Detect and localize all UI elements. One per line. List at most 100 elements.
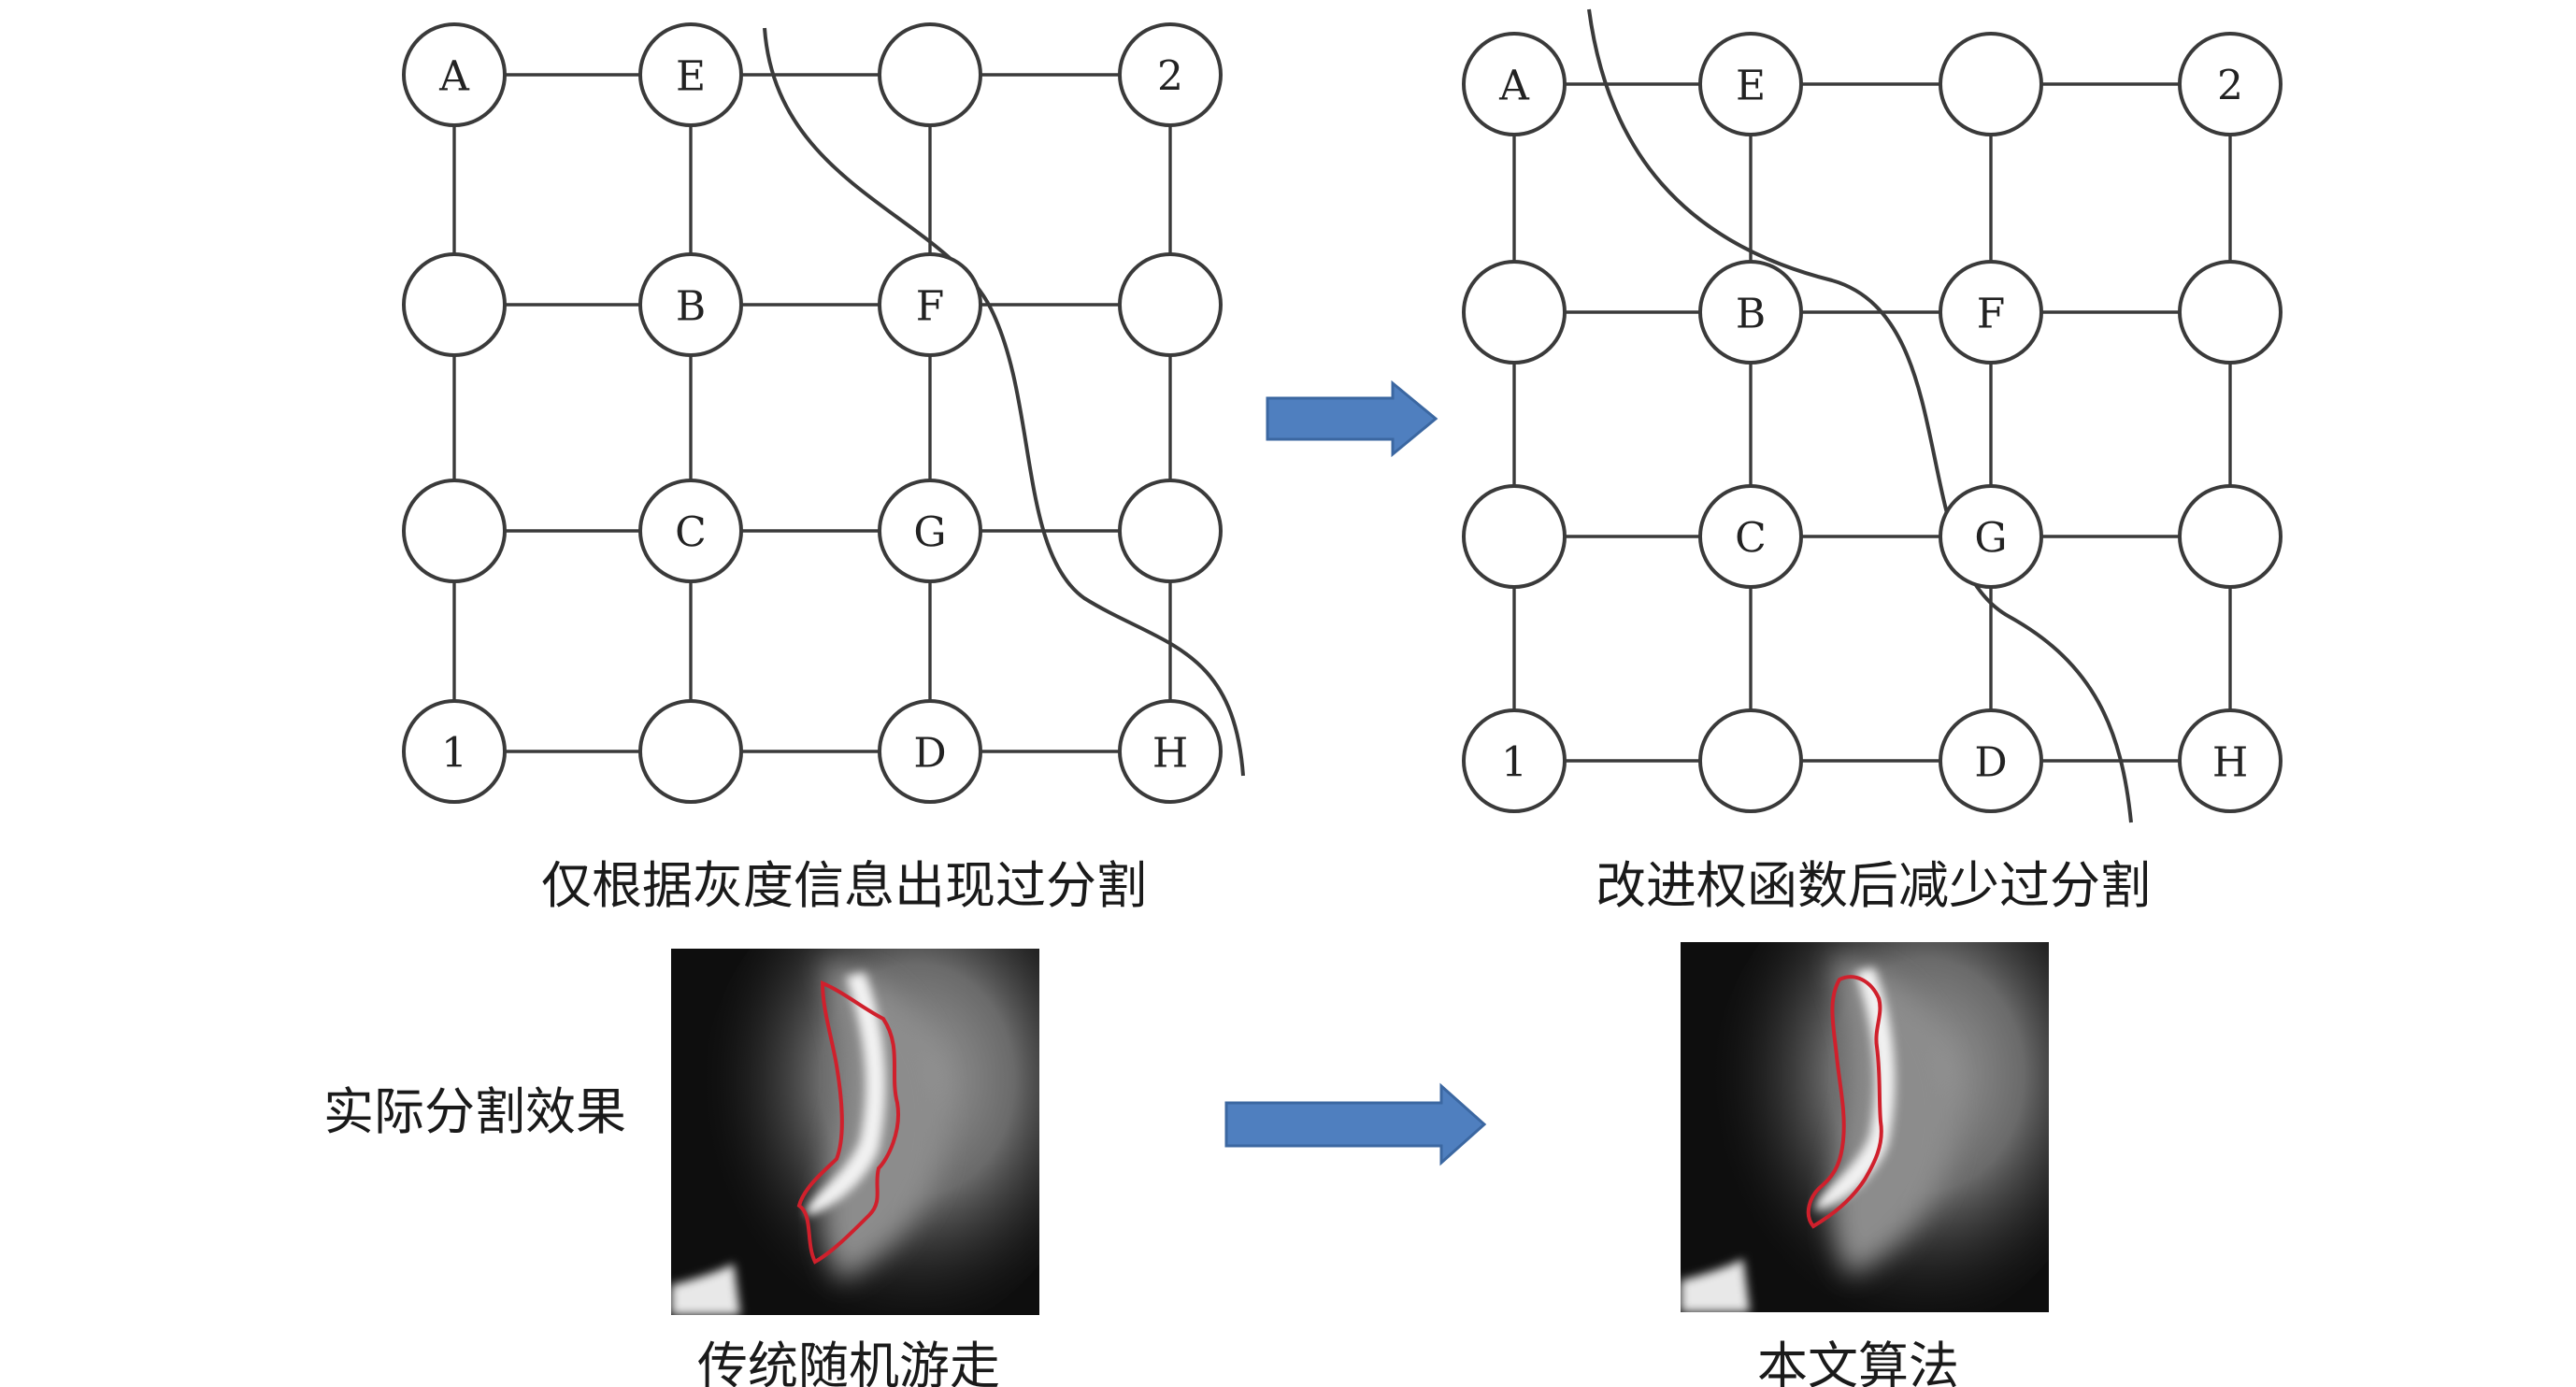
node-label: G — [913, 509, 946, 557]
left-graph-node — [878, 22, 982, 127]
caption-image-left: 传统随机游走 — [697, 1337, 1000, 1387]
graph-left-edges — [452, 73, 1172, 753]
node-circle — [1118, 479, 1223, 583]
segmentation-contour-left — [796, 980, 900, 1265]
node-circle — [638, 252, 743, 357]
node-label: D — [913, 730, 946, 778]
node-circle — [1939, 260, 2043, 365]
right-graph-node — [2178, 260, 2283, 365]
right-graph-node — [1462, 260, 1567, 365]
left-graph-node: B — [638, 252, 743, 357]
node-circle — [1698, 708, 1803, 813]
right-graph-node: 2 — [2178, 32, 2283, 136]
right-graph-node — [1698, 708, 1803, 813]
graph-left-over-segmentation: A E 2B F C G 1 D H — [402, 22, 1245, 804]
right-graph-node: G — [1939, 484, 2043, 589]
caption-image-right: 本文算法 — [1757, 1337, 1959, 1387]
segmentation-contour-right — [1806, 975, 1883, 1229]
node-circle — [638, 479, 743, 583]
segmentation-image-right — [1681, 942, 2049, 1312]
node-label: C — [675, 509, 707, 557]
right-graph-node: H — [2178, 708, 2283, 813]
node-label: C — [1735, 515, 1767, 563]
left-graph-node — [402, 252, 507, 357]
node-circle — [1939, 484, 2043, 589]
right-graph-node — [2178, 484, 2283, 589]
right-graph-node: 1 — [1462, 708, 1567, 813]
node-circle — [402, 22, 507, 127]
left-graph-node: G — [878, 479, 982, 583]
left-graph-node: C — [638, 479, 743, 583]
node-circle — [878, 479, 982, 583]
arrow-top — [1266, 379, 1438, 458]
right-graph-node: D — [1939, 708, 2043, 813]
graph-right-nodes: A E 2B F C G 1 D H — [1462, 32, 2283, 813]
right-graph-node: B — [1698, 260, 1803, 365]
left-graph-node: D — [878, 699, 982, 804]
node-label: F — [1977, 291, 2006, 338]
left-graph-node: 2 — [1118, 22, 1223, 127]
node-circle — [638, 22, 743, 127]
node-circle — [2178, 484, 2283, 589]
node-label: 1 — [441, 730, 467, 778]
right-graph-node: E — [1698, 32, 1803, 136]
node-circle — [1462, 260, 1567, 365]
node-circle — [1698, 32, 1803, 136]
row-label: 实际分割效果 — [323, 1082, 626, 1141]
node-circle — [1118, 22, 1223, 127]
left-graph-node: H — [1118, 699, 1223, 804]
graph-right-segmentation-curve — [1587, 8, 2133, 823]
node-circle — [2178, 32, 2283, 136]
graph-left-segmentation-curve — [763, 27, 1245, 777]
graph-right-reduced-segmentation: A E 2B F C G 1 D H — [1462, 8, 2283, 823]
node-circle — [638, 699, 743, 804]
caption-graph-right: 改进权函数后减少过分割 — [1596, 856, 2151, 915]
node-circle — [1939, 32, 2043, 136]
right-graph-node — [1939, 32, 2043, 136]
node-label: G — [1974, 515, 2007, 563]
node-label: H — [2212, 739, 2248, 787]
node-label: E — [1736, 63, 1766, 110]
left-graph-node: F — [878, 252, 982, 357]
node-label: 2 — [1157, 53, 1183, 101]
node-circle — [1118, 252, 1223, 357]
node-label: F — [916, 283, 945, 331]
node-circle — [878, 699, 982, 804]
node-label: E — [676, 53, 706, 101]
left-graph-node — [1118, 479, 1223, 583]
node-circle — [1698, 260, 1803, 365]
right-graph-node: C — [1698, 484, 1803, 589]
right-graph-node: A — [1462, 32, 1567, 136]
arrow-bottom — [1224, 1082, 1487, 1166]
segmentation-image-left — [671, 949, 1039, 1315]
node-circle — [1118, 699, 1223, 804]
node-label: B — [676, 283, 706, 331]
node-label: A — [438, 53, 470, 101]
node-circle — [1698, 484, 1803, 589]
left-graph-node — [638, 699, 743, 804]
right-graph-node — [1462, 484, 1567, 589]
node-circle — [1462, 708, 1567, 813]
node-circle — [1462, 484, 1567, 589]
node-circle — [1939, 708, 2043, 813]
left-graph-node: A — [402, 22, 507, 127]
node-circle — [2178, 708, 2283, 813]
node-label: 2 — [2217, 63, 2243, 110]
node-label: H — [1152, 730, 1188, 778]
node-circle — [1462, 32, 1567, 136]
caption-graph-left: 仅根据灰度信息出现过分割 — [541, 856, 1147, 915]
node-label: A — [1498, 63, 1530, 110]
node-circle — [402, 479, 507, 583]
node-circle — [402, 252, 507, 357]
graph-left-nodes: A E 2B F C G 1 D H — [402, 22, 1223, 804]
graph-right-edges — [1512, 82, 2232, 763]
node-label: B — [1736, 291, 1766, 338]
node-circle — [402, 699, 507, 804]
left-graph-node — [402, 479, 507, 583]
node-label: 1 — [1501, 739, 1527, 787]
left-graph-node: 1 — [402, 699, 507, 804]
right-graph-node: F — [1939, 260, 2043, 365]
left-graph-node — [1118, 252, 1223, 357]
node-circle — [878, 252, 982, 357]
